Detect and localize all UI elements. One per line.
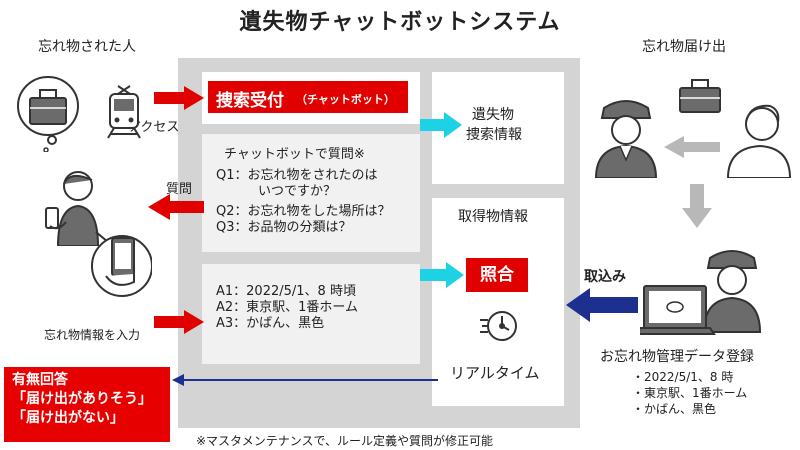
import-arrow-icon — [566, 288, 638, 322]
page-title: 遺失物チャットボットシステム — [239, 10, 561, 35]
cyan-arrow-search-icon — [420, 112, 462, 138]
down-arrow-icon — [682, 184, 712, 228]
bag-icon — [679, 79, 721, 113]
train-icon — [107, 85, 141, 139]
import-label: 取込み — [584, 269, 626, 285]
left-heading: 忘れ物された人 — [38, 39, 136, 55]
access-arrow-icon — [154, 86, 204, 110]
thought-bubble-bag-icon — [17, 76, 79, 152]
answer-result-none: 「届け出がない」 — [12, 410, 124, 426]
search-accept-button: 捜索受付 （チャットボット） — [208, 81, 408, 113]
match-button: 照合 — [466, 258, 528, 292]
registration-heading: お忘れ物管理データ登録 — [600, 349, 754, 365]
acquired-info-label: 取得物情報 — [458, 209, 528, 225]
question-1b: いつですか？ — [258, 184, 337, 199]
footnote: ※マスタメンテナンスで、ルール定義や質問が修正可能 — [196, 434, 493, 448]
answer-3: A3：かばん、黒色 — [216, 316, 325, 331]
question-2: Q2：お忘れ物をした場所は？ — [216, 204, 391, 219]
realtime-clock-icon — [480, 311, 517, 341]
chatbot-answer-box — [202, 264, 420, 364]
question-label: 質問 — [166, 182, 193, 197]
cyan-arrow-match-icon — [420, 262, 464, 288]
handover-arrow-icon — [664, 136, 720, 158]
reporting-person-icon — [726, 104, 792, 178]
search-accept-main: 捜索受付 — [216, 91, 284, 111]
question-1a: Q1：お忘れ物をされたのは — [216, 168, 378, 183]
input-label: 忘れ物情報を入力 — [44, 328, 141, 342]
chatbot-heading: チャットボットで質問※ — [224, 147, 365, 162]
registration-item-1: ・2022/5/1、8 時 — [632, 370, 734, 384]
input-arrow-icon — [154, 310, 204, 334]
phone-zoom-icon — [91, 231, 152, 297]
answer-2: A2：東京駅、1番ホーム — [216, 300, 359, 315]
answer-result-box: 有無回答 「届け出がありそう」 「届け出がない」 — [4, 367, 170, 442]
question-3: Q3：お品物の分類は？ — [216, 220, 352, 235]
acquired-info-box — [432, 198, 564, 406]
realtime-label: リアルタイム — [450, 364, 540, 382]
staff-with-laptop-icon — [640, 250, 762, 335]
answer-result-likely: 「届け出がありそう」 — [12, 391, 152, 407]
answer-1: A1：2022/5/1、8 時頃 — [216, 284, 356, 299]
lost-search-line1: 遺失物 — [472, 107, 514, 123]
answer-result-title: 有無回答 — [12, 372, 68, 388]
station-staff-icon — [594, 100, 658, 178]
question-arrow-icon — [148, 194, 204, 220]
access-label: アクセス — [128, 120, 180, 135]
registration-item-2: ・東京駅、1番ホーム — [632, 386, 748, 400]
answer-return-arrow-icon — [172, 374, 438, 386]
search-accept-sub: （チャットボット） — [296, 93, 395, 106]
right-heading: 忘れ物届け出 — [642, 39, 726, 55]
lost-search-line2: 捜索情報 — [466, 127, 522, 143]
chatbot-question-box — [202, 134, 420, 252]
registration-item-3: ・かばん、黒色 — [632, 402, 717, 416]
person-with-phone-icon — [45, 171, 100, 246]
